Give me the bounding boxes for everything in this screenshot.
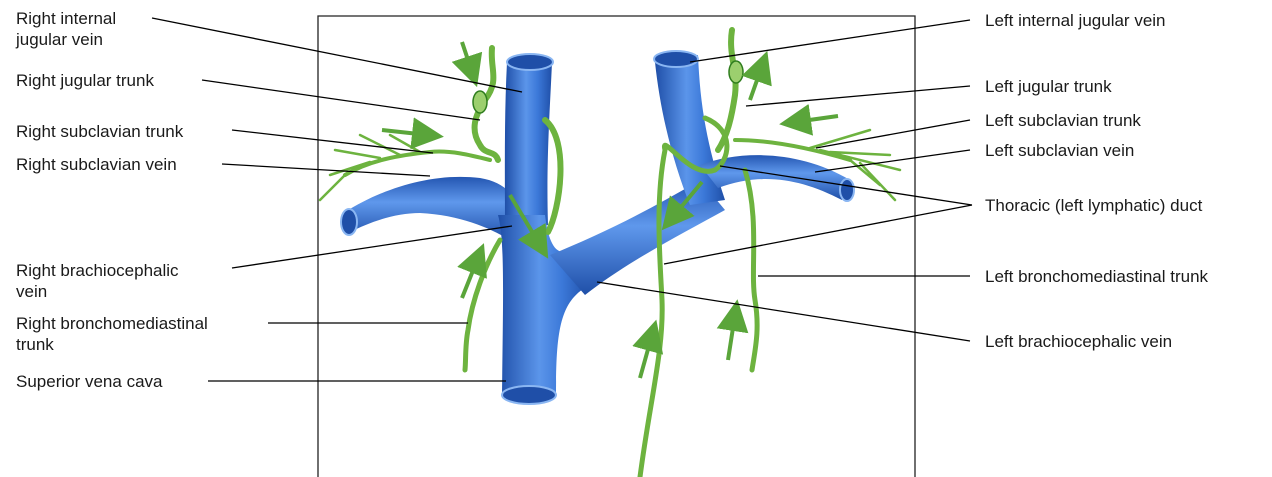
flow-arrow-right-subclavian: [382, 130, 428, 135]
right-subclavian-vein-shape: [345, 177, 520, 240]
leader-left-jugular-trunk: [746, 86, 970, 106]
label-right-internal-jugular-vein-line1: Right internal: [16, 8, 116, 29]
right-jugular-node: [473, 91, 487, 113]
flow-arrow-right-jugular: [462, 42, 472, 72]
label-left-bronchomediastinal-trunk: Left bronchomediastinal trunk: [985, 266, 1208, 287]
label-left-subclavian-trunk: Left subclavian trunk: [985, 110, 1141, 131]
flow-arrow-left-bronchomediastinal: [728, 315, 735, 360]
label-right-subclavian-vein: Right subclavian vein: [16, 154, 177, 175]
veins: [341, 51, 854, 404]
right-internal-jugular-vein-opening: [507, 54, 553, 70]
label-right-brachiocephalic-vein: Right brachiocephalic vein: [16, 260, 179, 302]
label-left-jugular-trunk: Left jugular trunk: [985, 76, 1112, 97]
label-right-internal-jugular-vein-line2: jugular vein: [16, 29, 116, 50]
label-right-brachiocephalic-vein-line2: vein: [16, 281, 179, 302]
label-right-bronchomediastinal-trunk: Right bronchomediastinal trunk: [16, 313, 208, 355]
left-jugular-node: [729, 61, 743, 83]
label-left-subclavian-vein: Left subclavian vein: [985, 140, 1134, 161]
right-subclavian-vein-opening: [341, 209, 357, 235]
leader-right-brachiocephalic-vein: [232, 226, 512, 268]
label-superior-vena-cava: Superior vena cava: [16, 371, 162, 392]
superior-vena-cava-shape: [498, 215, 590, 395]
flow-arrow-thoracic-lower: [640, 335, 652, 378]
right-bronchomediastinal-trunk-vessel: [465, 240, 500, 370]
flow-arrow-left-jugular: [750, 66, 762, 100]
label-thoracic-duct: Thoracic (left lymphatic) duct: [985, 195, 1202, 216]
label-right-bronchomediastinal-trunk-line2: trunk: [16, 334, 208, 355]
right-internal-jugular-vein-shape: [505, 62, 552, 232]
flow-arrow-left-subclavian: [795, 116, 838, 122]
left-internal-jugular-vein-opening: [654, 51, 698, 67]
label-right-jugular-trunk: Right jugular trunk: [16, 70, 154, 91]
leader-right-subclavian-vein: [222, 164, 430, 176]
label-left-internal-jugular-vein: Left internal jugular vein: [985, 10, 1166, 31]
superior-vena-cava-opening: [502, 386, 556, 404]
left-subclavian-vein-opening: [840, 179, 854, 201]
label-right-brachiocephalic-vein-line1: Right brachiocephalic: [16, 260, 179, 281]
leader-left-subclavian-trunk: [816, 120, 970, 148]
label-left-brachiocephalic-vein: Left brachiocephalic vein: [985, 331, 1172, 352]
leader-left-brachiocephalic-vein: [597, 282, 970, 341]
label-right-subclavian-trunk: Right subclavian trunk: [16, 121, 183, 142]
leader-right-jugular-trunk: [202, 80, 480, 120]
label-right-bronchomediastinal-trunk-line1: Right bronchomediastinal: [16, 313, 208, 334]
left-bronchomediastinal-trunk-vessel: [745, 170, 757, 370]
label-right-internal-jugular-vein: Right internal jugular vein: [16, 8, 116, 50]
